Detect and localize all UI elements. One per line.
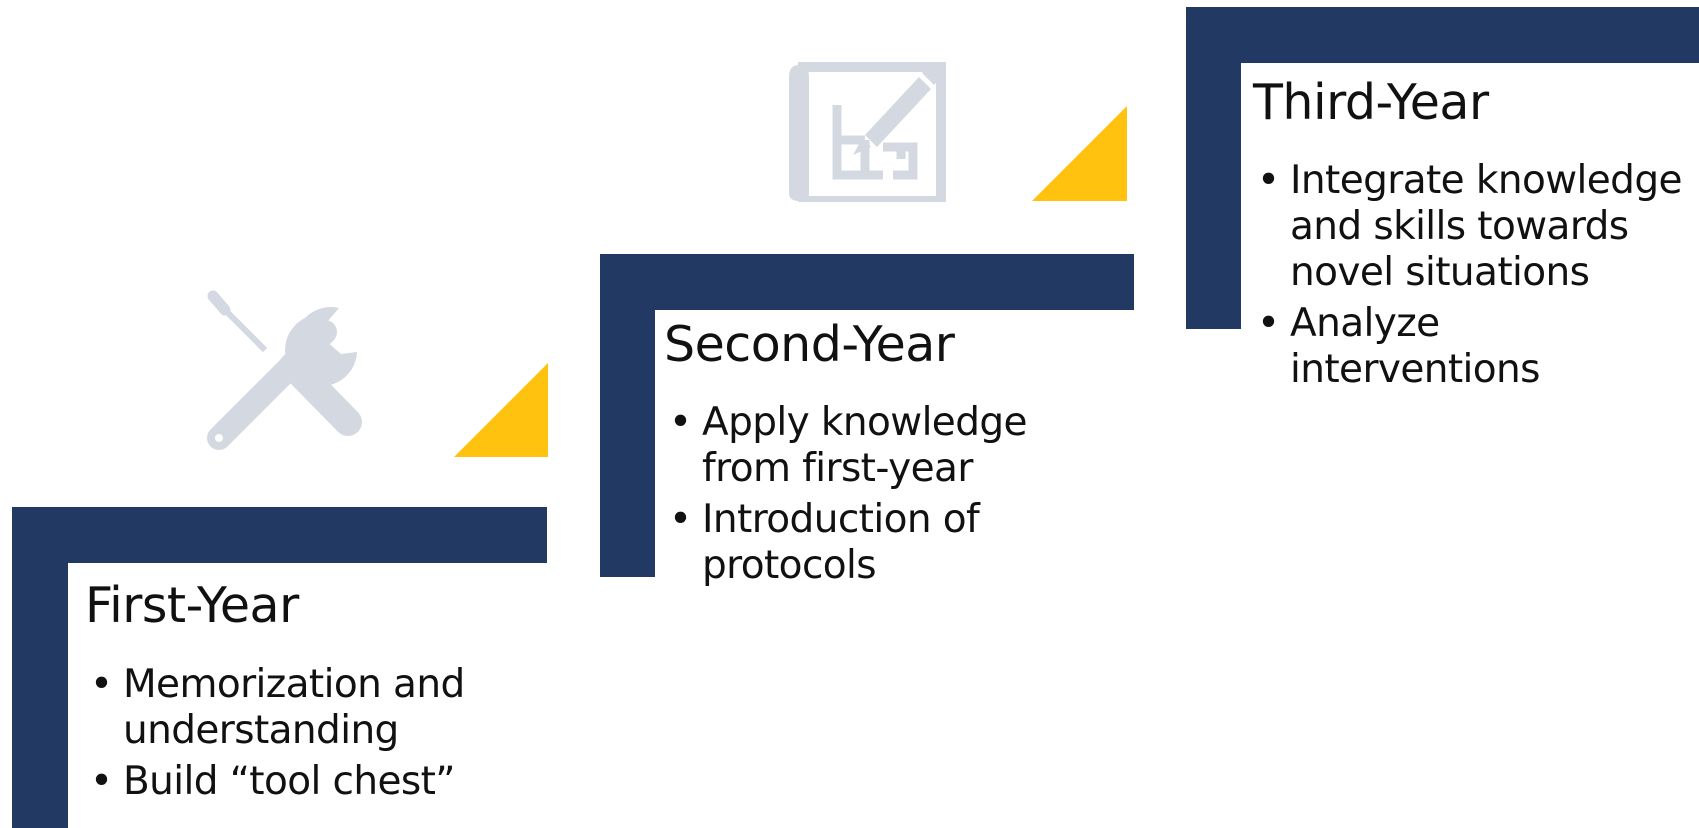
step-3-bullet-list: Integrate knowledge and skills towards n… xyxy=(1255,158,1695,398)
step-3-side-bar xyxy=(1186,7,1241,329)
step-1-bullet: Memorization and understanding xyxy=(88,662,508,754)
step-2-bullet-list: Apply knowledge from first-year Introduc… xyxy=(667,400,1067,594)
step-1-bullet-list: Memorization and understanding Build “to… xyxy=(88,662,508,810)
step-1-accent-triangle xyxy=(454,363,548,457)
step-2-accent-triangle xyxy=(1032,106,1127,201)
step-3-bullet: Analyze interventions xyxy=(1255,301,1695,393)
blueprint-icon xyxy=(789,62,946,202)
step-1-top-bar xyxy=(12,507,547,563)
step-3-top-bar xyxy=(1186,7,1699,63)
step-2-bullet: Introduction of protocols xyxy=(667,497,1067,589)
step-2-top-bar xyxy=(600,254,1134,310)
tools-icon xyxy=(207,290,362,450)
step-1-title: First-Year xyxy=(85,577,299,634)
step-2-title: Second-Year xyxy=(664,316,955,373)
step-2-bullet: Apply knowledge from first-year xyxy=(667,400,1067,492)
step-1-side-bar xyxy=(12,507,68,828)
step-3-bullet: Integrate knowledge and skills towards n… xyxy=(1255,158,1695,296)
step-2-side-bar xyxy=(600,254,655,577)
step-1-bullet: Build “tool chest” xyxy=(88,759,508,805)
step-3-title: Third-Year xyxy=(1253,74,1489,131)
